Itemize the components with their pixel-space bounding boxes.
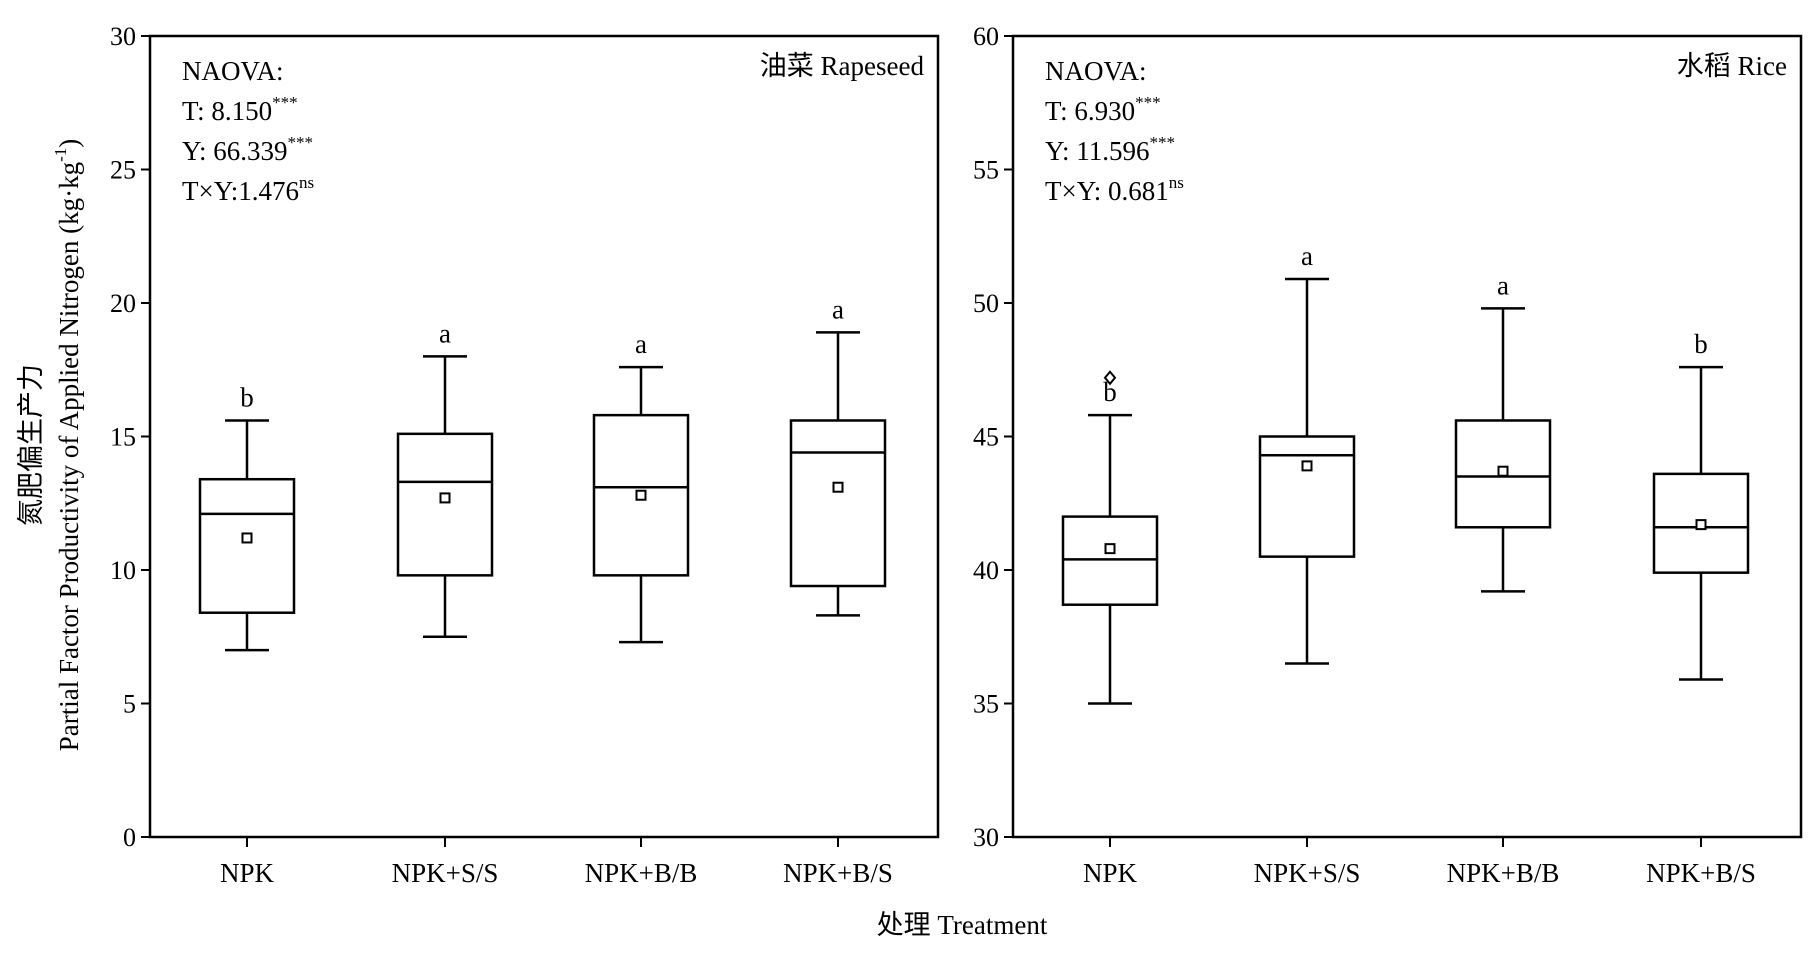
y-tick-label: 20 — [110, 289, 136, 318]
significance-letter: a — [1497, 270, 1509, 300]
significance-letter: b — [1694, 329, 1708, 359]
y-tick-label: 50 — [973, 289, 999, 318]
y-axis-title-line1: 氮肥偏生产力 — [16, 364, 46, 526]
anova-stat-value: T×Y: 0.681 — [1045, 176, 1169, 206]
y-tick-label: 0 — [123, 823, 136, 852]
mean-marker — [1104, 543, 1116, 555]
box-NPK+B/S: a — [789, 294, 887, 617]
anova-stat-line: Y: 66.339*** — [182, 133, 313, 166]
box-NPK+B/B: a — [1454, 270, 1552, 593]
mean-marker — [1497, 465, 1509, 477]
x-axis-title: 处理 Treatment — [877, 910, 1048, 940]
anova-stat-value: NAOVA: — [182, 56, 284, 86]
y-tick-label: 15 — [110, 423, 136, 452]
anova-stat-value: NAOVA: — [1045, 56, 1147, 86]
x-tick-label: NPK+S/S — [392, 858, 499, 888]
mean-marker — [439, 492, 451, 504]
x-tick-label: NPK — [220, 858, 275, 888]
anova-stat-value: T×Y:1.476 — [182, 176, 299, 206]
panel-label: 油菜 Rapeseed — [760, 51, 925, 81]
anova-stat-line: T: 8.150*** — [182, 93, 298, 126]
anova-stat-value: T: 8.150 — [182, 96, 272, 126]
anova-stat-value: T: 6.930 — [1045, 96, 1135, 126]
anova-stat-significance: ns — [1169, 173, 1184, 192]
anova-stat-line: T×Y: 0.681ns — [1045, 173, 1184, 206]
anova-stat-value: Y: 11.596 — [1045, 136, 1150, 166]
y-tick-label: 10 — [110, 556, 136, 585]
mean-marker — [1695, 519, 1707, 531]
y-tick-label: 45 — [973, 423, 999, 452]
x-tick-label: NPK+B/B — [1447, 858, 1560, 888]
mean-marker — [1301, 460, 1313, 472]
box-NPK+S/S: a — [396, 318, 494, 638]
y-axis-title-sup: -1 — [51, 148, 70, 162]
y-tick-label: 40 — [973, 556, 999, 585]
y-tick-label: 5 — [123, 690, 136, 719]
anova-stat-line: T×Y:1.476ns — [182, 173, 314, 206]
iqr-box — [396, 432, 494, 577]
box-NPK: b — [1061, 370, 1159, 705]
y-tick-label: 25 — [110, 156, 136, 185]
y-axis-title-main: Partial Factor Productivity of Applied N… — [54, 162, 84, 751]
iqr-box — [1061, 515, 1159, 606]
box-NPK+S/S: a — [1258, 241, 1356, 665]
iqr-box — [789, 419, 887, 588]
y-tick-label: 55 — [973, 156, 999, 185]
anova-stat-line: NAOVA: — [182, 56, 284, 86]
iqr-box — [592, 413, 690, 577]
mean-marker — [832, 481, 844, 493]
anova-stat-significance: *** — [288, 133, 314, 152]
box-NPK+B/B: a — [592, 329, 690, 644]
x-tick-label: NPK+S/S — [1254, 858, 1361, 888]
anova-stat-significance: *** — [1150, 133, 1176, 152]
y-axis-title: 氮肥偏生产力 Partial Factor Productivity of Ap… — [16, 139, 84, 752]
y-axis-title-line2: Partial Factor Productivity of Applied N… — [51, 139, 84, 752]
iqr-box — [198, 477, 296, 614]
outlier-point — [1103, 370, 1117, 386]
x-tick-label: NPK+B/S — [1646, 858, 1756, 888]
anova-stat-line: NAOVA: — [1045, 56, 1147, 86]
significance-letter: a — [635, 329, 647, 359]
box-NPK: b — [198, 382, 296, 652]
box-NPK+B/S: b — [1652, 329, 1750, 681]
mean-marker — [635, 489, 647, 501]
anova-stat-line: T: 6.930*** — [1045, 93, 1161, 126]
y-axis-title-end: ) — [54, 139, 84, 148]
anova-stat-significance: *** — [272, 93, 298, 112]
y-tick-label: 30 — [973, 823, 999, 852]
panel-label: 水稻 Rice — [1677, 51, 1787, 81]
significance-letter: a — [439, 318, 451, 348]
x-tick-label: NPK+B/S — [783, 858, 893, 888]
y-tick-label: 35 — [973, 690, 999, 719]
anova-stat-value: Y: 66.339 — [182, 136, 288, 166]
y-tick-label: 60 — [973, 22, 999, 51]
y-tick-label: 30 — [110, 22, 136, 51]
x-tick-label: NPK+B/B — [585, 858, 698, 888]
significance-letter: a — [1301, 241, 1313, 271]
iqr-box — [1258, 435, 1356, 558]
anova-stat-significance: *** — [1135, 93, 1161, 112]
significance-letter: b — [1103, 377, 1117, 407]
significance-letter: a — [832, 294, 844, 324]
significance-letter: b — [240, 382, 254, 412]
x-tick-label: NPK — [1083, 858, 1138, 888]
anova-stat-line: Y: 11.596*** — [1045, 133, 1175, 166]
mean-marker — [241, 532, 253, 544]
anova-stat-significance: ns — [299, 173, 314, 192]
